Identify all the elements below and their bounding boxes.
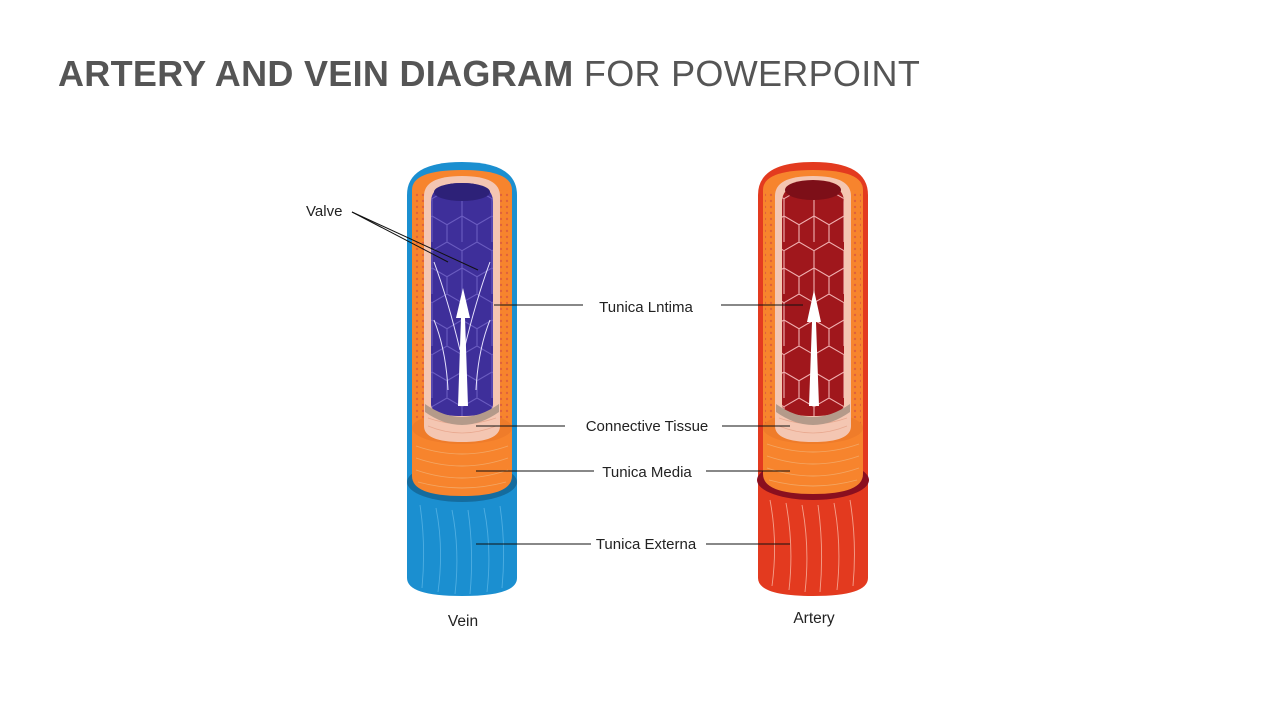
label-artery: Artery	[793, 610, 835, 627]
label-tunica-intima: Tunica Lntima	[599, 299, 693, 316]
artery-flow-arrow	[807, 290, 821, 406]
label-tunica-media: Tunica Media	[602, 464, 692, 481]
title-bold: ARTERY AND VEIN DIAGRAM	[58, 53, 574, 94]
label-connective-tissue: Connective Tissue	[586, 418, 709, 435]
vein-vessel	[407, 162, 517, 596]
leader-lines	[351, 211, 803, 545]
label-vein: Vein	[448, 613, 478, 630]
valve-leader	[351, 211, 449, 263]
label-valve: Valve	[306, 203, 342, 220]
slide-title: ARTERY AND VEIN DIAGRAM FOR POWERPOINT	[58, 52, 920, 96]
title-light: FOR POWERPOINT	[583, 53, 921, 94]
label-tunica-externa: Tunica Externa	[596, 536, 697, 553]
artery-vessel	[757, 162, 869, 596]
vein-flow-arrow	[456, 288, 470, 406]
